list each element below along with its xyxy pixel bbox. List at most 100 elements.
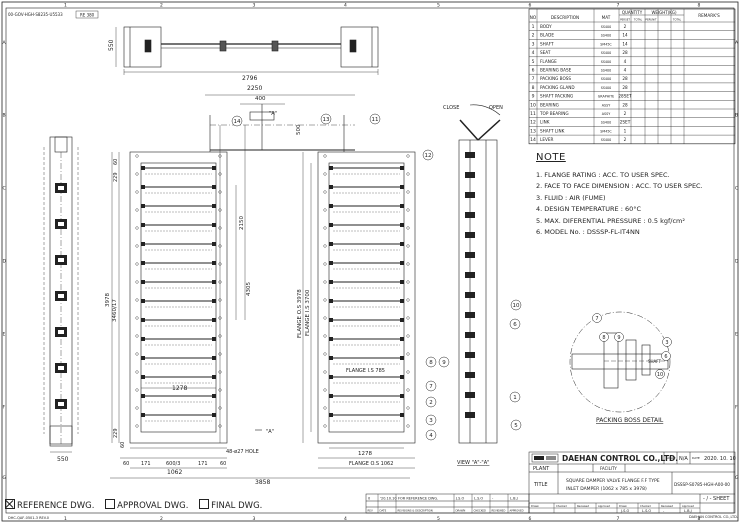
final-dwg-option[interactable]: FINAL DWG. [199, 499, 262, 511]
bom-cell-no: 5 [532, 59, 535, 65]
bom-cell-mat: SS400 [601, 69, 611, 73]
reference-checkbox[interactable] [5, 499, 15, 509]
sheet-code: 00-GOV-HGH-S8235-U5533 [8, 12, 63, 17]
scale-value: N/A [679, 456, 688, 462]
rev-cell: L.S.O [474, 497, 483, 501]
bearing-block [465, 352, 475, 358]
border-col-5-top: 5 [437, 3, 440, 9]
final-checkbox[interactable] [199, 499, 210, 509]
flange-hole [218, 406, 222, 410]
shaft-end [141, 337, 145, 341]
flange-hole [323, 316, 327, 320]
dim-bottom-60a: 60 [123, 461, 129, 467]
shaft-end [400, 185, 404, 189]
balloon-2 [425, 396, 437, 408]
bom-header-mat: MAT [602, 15, 611, 20]
flange-hole [218, 424, 222, 428]
border-row-F-right: F [735, 405, 738, 411]
flange-hole [135, 244, 139, 248]
balloon-3 [425, 414, 437, 426]
shaft-end [400, 242, 404, 246]
border-row-C-left: C [3, 186, 6, 192]
bom-cell-no: 7 [532, 76, 535, 82]
rev-header: REV [368, 509, 373, 513]
border-col-4-bottom: 4 [344, 516, 347, 522]
border-col-1-bottom: 1 [64, 516, 67, 522]
bearing-block [465, 312, 475, 318]
dim-400: 400 [255, 96, 266, 102]
bearing-block [465, 212, 475, 218]
dim-1278: 1278 [172, 385, 187, 392]
bom-header-qty: QUANTITY [622, 10, 643, 15]
balloon-label: 8 [429, 360, 433, 366]
flange-hole [135, 352, 139, 356]
balloon-label: 1 [513, 395, 517, 401]
shaft-end [329, 318, 333, 322]
date-value: 2020. 10. 10 [704, 456, 736, 462]
bom-cell-qty: 1 [624, 128, 627, 133]
bom-cell-no: 8 [532, 85, 535, 91]
border-col-8-top: 8 [698, 3, 701, 9]
rev-cell: FOR REFERENCE DWG. [398, 497, 438, 501]
flange-hole [135, 172, 139, 176]
shaft-end [212, 223, 216, 227]
approval-dwg-option[interactable]: APPROVAL DWG. [105, 499, 188, 511]
bom-cell-qty: 28 [622, 76, 628, 81]
bom-cell-qty: 28SET [618, 94, 632, 99]
dim-left-229-bottom: 229 [113, 428, 119, 438]
flange-hole [406, 208, 410, 212]
detail-balloon-7 [592, 313, 602, 323]
border-row-E-left: E [3, 332, 6, 338]
border-col-4-top: 4 [344, 3, 347, 9]
dim-left-550: 550 [57, 456, 69, 463]
view-a-a-bolts [465, 152, 475, 418]
bom-cell-qty: 2 [624, 111, 627, 116]
border-col-7-bottom: 7 [617, 516, 620, 522]
flange-hole [406, 298, 410, 302]
flange-hole [218, 280, 222, 284]
approval-checkbox[interactable] [105, 499, 116, 509]
shaft-end [400, 375, 404, 379]
bom-cell-desc: SEAT [540, 50, 551, 55]
balloon-5 [510, 419, 522, 431]
bom-cell-desc: BEARING [540, 102, 559, 107]
bom-cell-mat: SS400 [601, 51, 611, 55]
bom-cell-mat: SS400 [601, 86, 611, 90]
flange-hole [406, 172, 410, 176]
packing-boss-detail [569, 311, 671, 413]
bom-cell-no: 12 [530, 120, 536, 126]
flange-hole [406, 154, 410, 158]
detail-balloon-label: 6 [664, 354, 667, 360]
close-label: CLOSE [443, 105, 459, 111]
flange-hole [406, 190, 410, 194]
sign-label: Reviewed [661, 504, 673, 508]
shaft-end [329, 394, 333, 398]
flange-hole [323, 262, 327, 266]
rear-view [302, 115, 416, 469]
title-line-1: SQUARE DAMPER VALVE FLANGE F.F TYPE [566, 478, 660, 484]
bom-cell-mat: ASSY [602, 112, 611, 116]
shaft-end [141, 318, 145, 322]
bearing-block [465, 252, 475, 258]
bom-cell-desc: BODY [540, 24, 552, 29]
flange-hole [323, 388, 327, 392]
dim-top-height: 550 [108, 39, 115, 51]
balloon-label: 5 [514, 423, 518, 429]
sign-label: Approved [682, 504, 694, 508]
flange-hole [135, 406, 139, 410]
shaft-end [400, 337, 404, 341]
reference-dwg-option[interactable]: REFERENCE DWG. [5, 499, 94, 511]
note-4: 4. DESIGN TEMPERATURE : 60°C [536, 205, 642, 213]
bom-header-perset: PERSET [620, 18, 630, 22]
sign-label: Drawn [619, 504, 628, 508]
bom-header-desc: DESCRIPTION [551, 15, 579, 20]
balloon-label: 6 [513, 322, 517, 328]
bom-cell-desc: PACKING GLAND [540, 85, 575, 90]
detail-balloon-3 [662, 337, 672, 347]
flange-os-vertical: FLANGE O.S 3978 [297, 289, 303, 338]
bom-cell-mat: SM45C [600, 129, 612, 133]
